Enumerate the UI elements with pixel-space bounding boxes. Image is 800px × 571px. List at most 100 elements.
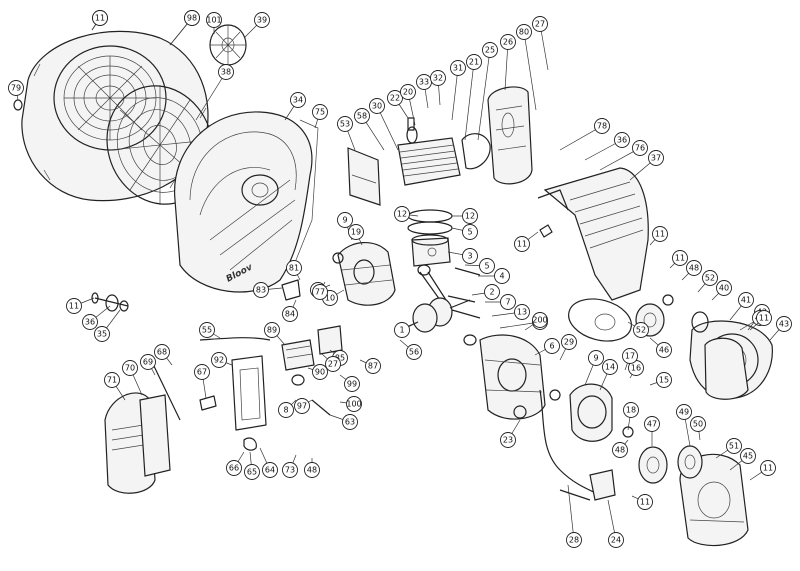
callout-number: 12	[465, 212, 475, 221]
callout-circle	[656, 372, 672, 388]
part-callout: 9	[584, 350, 604, 386]
callout-circle	[686, 260, 702, 276]
callout-number: 3	[467, 252, 472, 261]
air-filter-cover	[104, 392, 171, 494]
callout-number: 19	[351, 228, 361, 237]
part-callout: 34	[284, 92, 306, 121]
part-callout: 11	[91, 10, 108, 31]
callout-circle	[400, 84, 416, 100]
part-callout: 18	[623, 402, 639, 431]
part-callout: 15	[649, 372, 672, 388]
part-callout: 3	[447, 248, 478, 264]
callout-circle	[776, 316, 792, 332]
part-callout: 16	[628, 360, 644, 379]
callout-circle	[218, 64, 234, 80]
part-callout: 30	[369, 98, 399, 151]
callout-leader-line	[451, 67, 459, 121]
callout-leader-line	[376, 105, 399, 151]
callout-number: 11	[640, 498, 650, 507]
part-callout: 1	[394, 321, 419, 338]
callout-number: 9	[342, 216, 347, 225]
callout-number: 41	[741, 296, 751, 305]
part-callout: 67	[194, 364, 210, 399]
callout-number: 9	[593, 354, 598, 363]
callout-circle	[612, 442, 628, 458]
part-callout: 52	[627, 321, 649, 338]
callout-number: 28	[569, 536, 579, 545]
part-callout: 39	[243, 12, 270, 39]
part-callout: 6	[534, 338, 560, 356]
pulley-disc-49	[677, 445, 703, 479]
callout-number: 89	[267, 326, 277, 335]
callout-circle	[264, 322, 280, 338]
part-callout: 11	[66, 297, 95, 314]
callout-circle	[286, 260, 302, 276]
part-callout: 70	[122, 360, 143, 396]
callout-number: 13	[517, 308, 527, 317]
callout-number: 49	[679, 408, 689, 417]
callout-circle	[92, 10, 108, 26]
part-callout: 11	[749, 460, 776, 481]
part-callout: 12	[452, 208, 478, 224]
part-callout: 27	[321, 353, 341, 372]
callout-number: 11	[95, 14, 105, 23]
callout-number: 46	[659, 346, 669, 355]
callout-circle	[211, 352, 227, 368]
callout-number: 11	[517, 240, 527, 249]
callout-number: 67	[197, 368, 207, 377]
callout-circle	[290, 92, 306, 108]
callout-number: 69	[143, 358, 153, 367]
part-callout: 75	[312, 104, 328, 129]
engine-shroud	[537, 167, 649, 301]
part-callout: 13	[491, 304, 530, 320]
callout-circle	[387, 90, 403, 106]
callout-circle	[622, 348, 638, 364]
carburetor	[281, 325, 343, 386]
part-callout: 52	[697, 270, 718, 293]
callout-number: 34	[293, 96, 303, 105]
callout-circle	[199, 322, 215, 338]
callout-number: 11	[655, 230, 665, 239]
callout-circle	[312, 284, 328, 300]
part-callout: 14	[599, 359, 618, 391]
callout-number: 48	[307, 466, 317, 475]
callout-number: 40	[719, 284, 729, 293]
callout-number: 33	[419, 78, 429, 87]
part-callout: 35	[94, 309, 121, 342]
part-callout: 76	[599, 140, 648, 171]
part-callout: 92	[211, 352, 233, 368]
part-callout: 22	[387, 90, 409, 119]
callout-number: 47	[647, 420, 657, 429]
volute-housing: Bloov	[174, 111, 319, 293]
part-callout: 11	[749, 310, 772, 331]
part-callout: 84	[282, 299, 298, 322]
part-callout: 64	[259, 447, 278, 478]
callout-circle	[566, 532, 582, 548]
part-callout: 58	[354, 108, 385, 151]
part-callout: 99	[339, 374, 360, 392]
callout-circle	[394, 322, 410, 338]
part-callout: 41	[729, 292, 754, 321]
callout-circle	[702, 270, 718, 286]
callout-circle	[282, 306, 298, 322]
part-callout: 25	[477, 42, 498, 141]
part-callout: 98	[169, 10, 200, 46]
part-callout: 68	[154, 344, 173, 366]
callout-circle	[254, 12, 270, 28]
callout-number: 65	[247, 468, 257, 477]
piston-rings	[407, 209, 453, 235]
part-callout: 2	[471, 284, 500, 300]
callout-number: 90	[315, 368, 325, 377]
callout-number: 36	[617, 136, 627, 145]
callout-circle	[716, 280, 732, 296]
callout-leader-line	[195, 71, 227, 121]
callout-circle	[676, 404, 692, 420]
callout-circle	[94, 326, 110, 342]
part-callout: 37	[629, 150, 664, 181]
part-callout: 29	[559, 334, 577, 361]
callout-circle	[278, 402, 294, 418]
callout-number: 20	[403, 88, 413, 97]
part-callout: 78	[559, 118, 610, 151]
part-callout: 11	[631, 494, 653, 510]
callout-number: 17	[625, 352, 635, 361]
